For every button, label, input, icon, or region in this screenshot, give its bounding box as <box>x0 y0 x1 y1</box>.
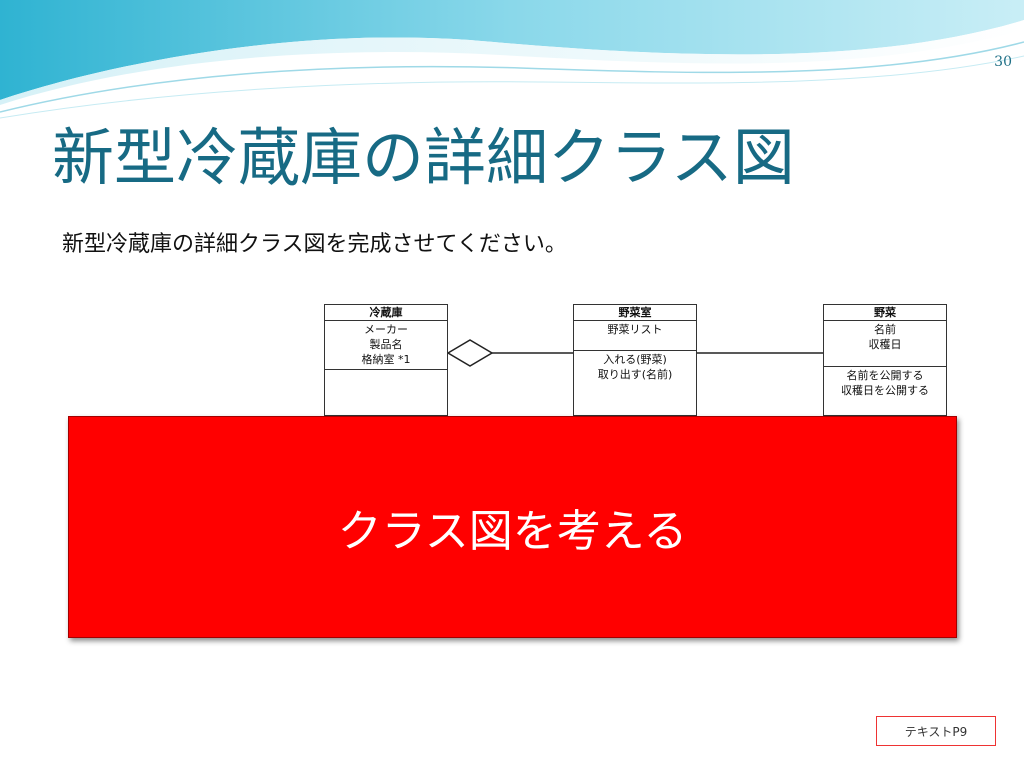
class-operations: 名前を公開する 収穫日を公開する <box>824 367 946 398</box>
association-lines <box>446 339 823 367</box>
class-diagram: 冷蔵庫 メーカー 製品名 格納室 *1 野菜室 野菜リスト 入れる(野菜) 取り… <box>68 300 958 420</box>
operation: 名前を公開する <box>846 369 924 382</box>
class-operations: 入れる(野菜) 取り出す(名前) <box>574 351 696 382</box>
slide-title: 新型冷蔵庫の詳細クラス図 <box>52 121 795 194</box>
operation: 収穫日を公開する <box>841 384 929 397</box>
class-operations <box>325 370 447 371</box>
page-number: 30 <box>994 54 1012 70</box>
class-attributes: 野菜リスト <box>574 321 696 351</box>
class-box-refrigerator: 冷蔵庫 メーカー 製品名 格納室 *1 <box>324 304 448 416</box>
attribute: 格納室 *1 <box>361 353 411 366</box>
textbook-reference: テキストP9 <box>876 716 996 746</box>
header-wave-decoration <box>0 0 1024 119</box>
class-box-vegetable: 野菜 名前 収穫日 名前を公開する 収穫日を公開する <box>823 304 947 416</box>
attribute: 収穫日 <box>868 338 902 351</box>
operation: 取り出す(名前) <box>597 368 673 381</box>
aggregation-diamond <box>446 339 494 367</box>
class-attributes: 名前 収穫日 <box>824 321 946 367</box>
slide-subtitle: 新型冷蔵庫の詳細クラス図を完成させてください。 <box>62 232 567 257</box>
operation: 入れる(野菜) <box>603 353 667 366</box>
class-attributes: メーカー 製品名 格納室 *1 <box>325 321 447 370</box>
attribute: 名前 <box>874 323 896 336</box>
attribute: 製品名 <box>369 338 403 351</box>
attribute: 野菜リスト <box>607 323 663 336</box>
overlay-box: クラス図を考える <box>68 416 957 638</box>
attribute: メーカー <box>364 323 408 336</box>
class-box-vegetable-room: 野菜室 野菜リスト 入れる(野菜) 取り出す(名前) <box>573 304 697 416</box>
class-name: 冷蔵庫 <box>325 305 447 321</box>
class-name: 野菜室 <box>574 305 696 321</box>
class-name: 野菜 <box>824 305 946 321</box>
overlay-label: クラス図を考える <box>337 506 688 557</box>
